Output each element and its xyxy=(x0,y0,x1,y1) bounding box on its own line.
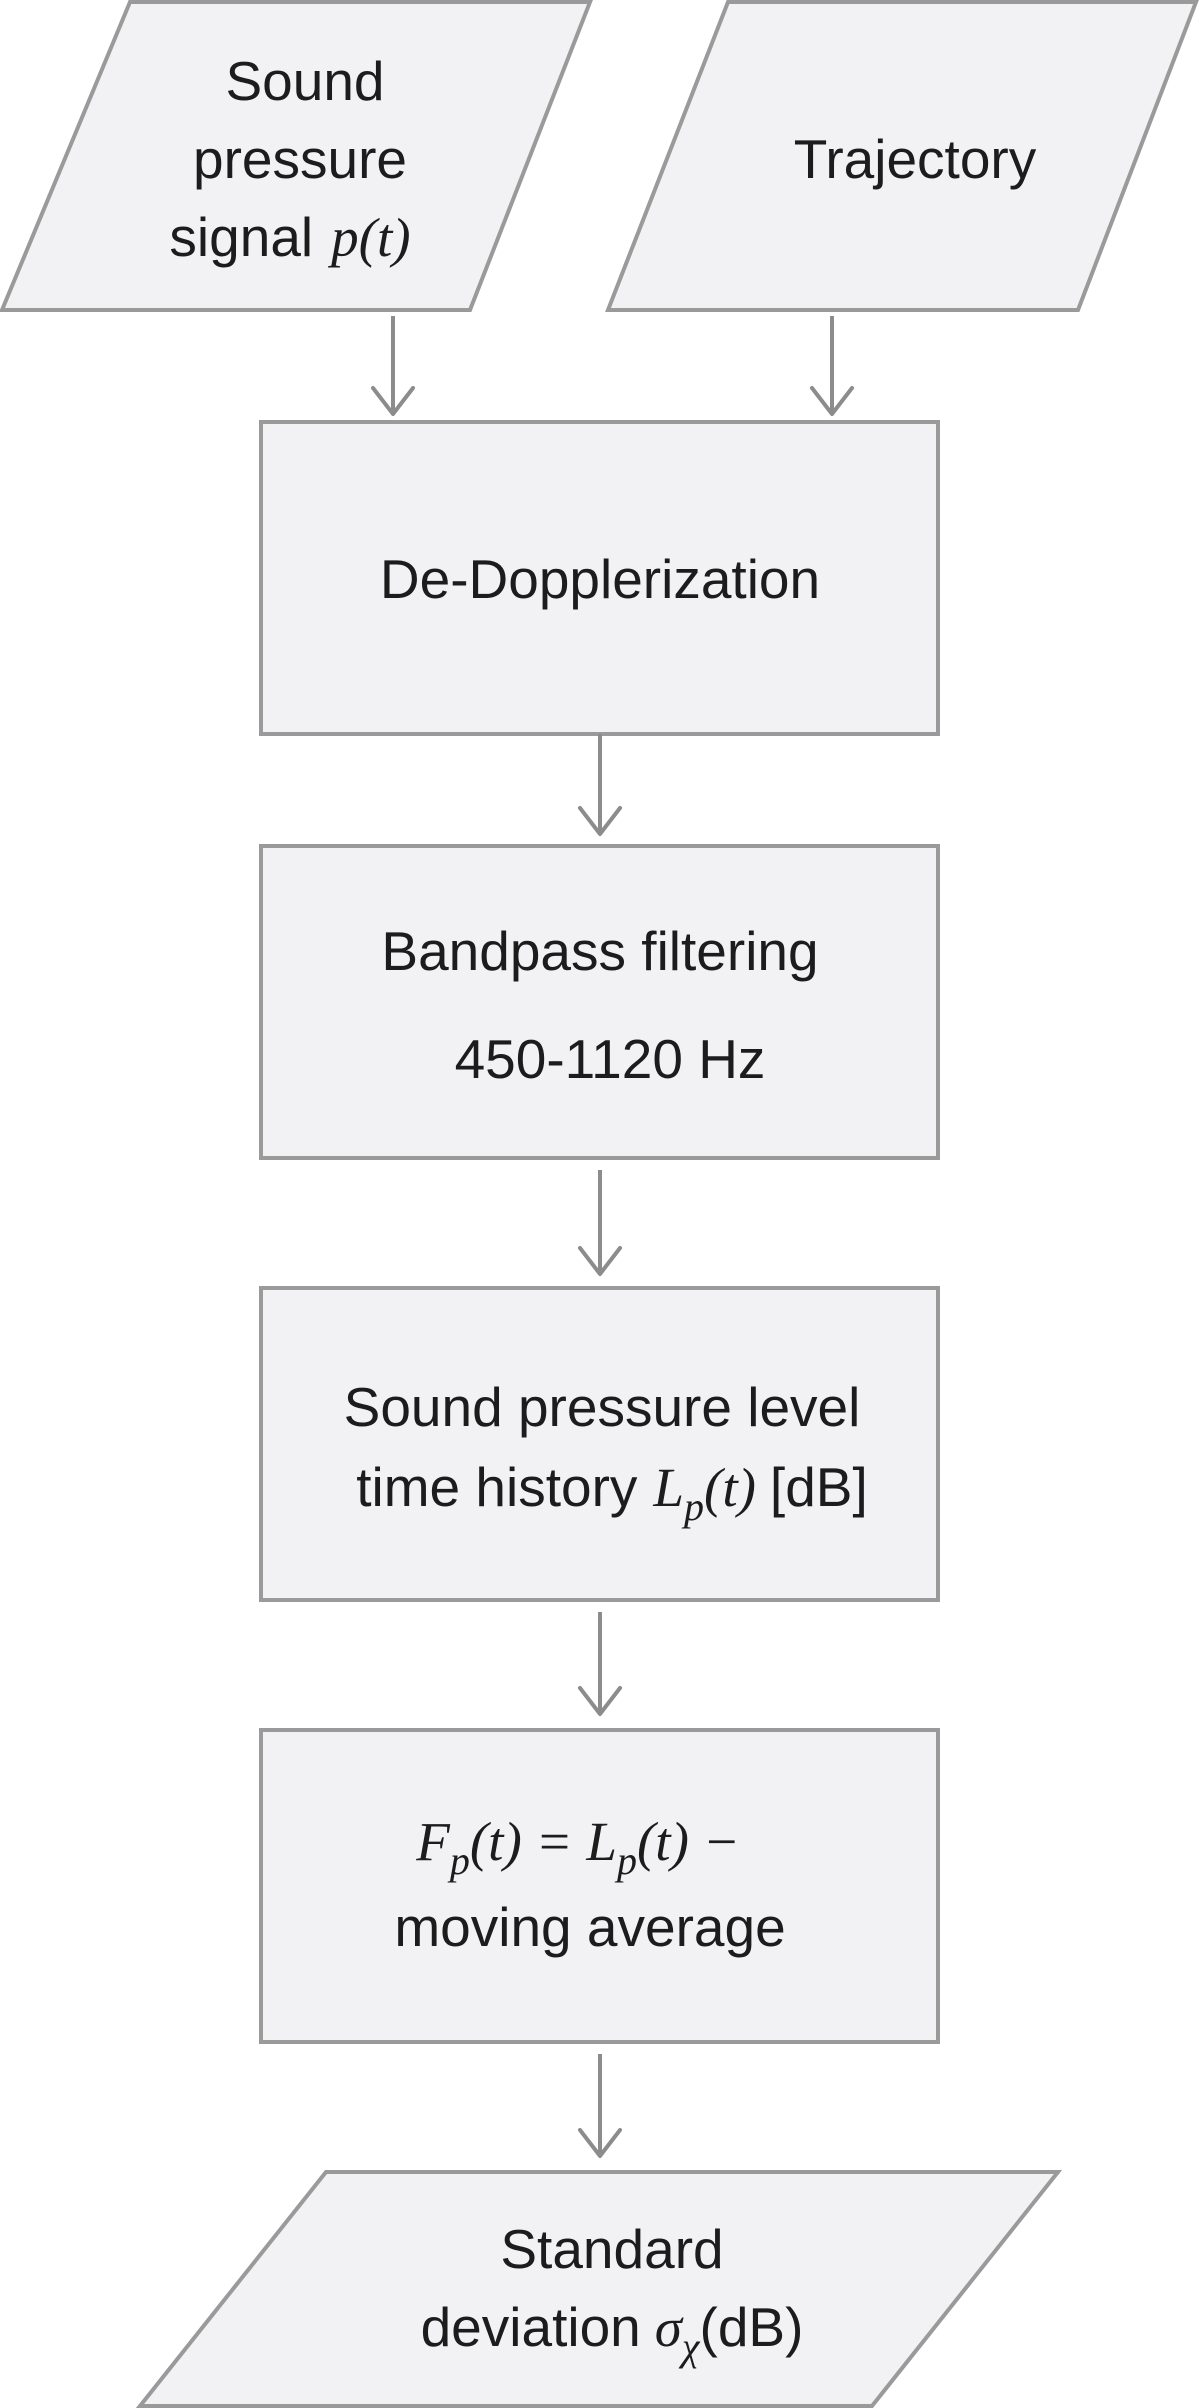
node-label-line: Sound xyxy=(225,50,384,112)
arrow-signal-to-dedoppler xyxy=(371,316,415,416)
arrow-dedoppler-to-bandpass xyxy=(578,734,622,836)
node-bandpass-filtering: Bandpass filtering 450-1120 Hz xyxy=(259,844,940,1160)
node-label-line: pressure xyxy=(193,128,407,190)
node-label: De-Dopplerization xyxy=(380,548,820,610)
node-label-line: Bandpass filtering xyxy=(381,920,818,982)
box-shape xyxy=(259,844,940,1160)
box-shape xyxy=(259,420,940,736)
arrow-bandpass-to-spl xyxy=(578,1170,622,1276)
math-args: (t) = xyxy=(470,1811,587,1872)
node-trajectory: Trajectory xyxy=(605,0,1199,312)
math-subscript-p: p xyxy=(614,1838,637,1883)
node-label: Trajectory xyxy=(794,128,1037,190)
parallelogram-shape xyxy=(0,0,593,312)
node-label-line: moving average xyxy=(394,1896,785,1958)
node-label-line: Standard xyxy=(500,2218,723,2280)
parallelogram-shape xyxy=(605,0,1199,312)
arrow-spl-to-fluctuation xyxy=(578,1612,622,1716)
node-label-text: deviation xyxy=(421,2296,641,2358)
node-label-text: time history xyxy=(356,1456,638,1518)
unit-label: (dB) xyxy=(700,2296,804,2358)
arrow-trajectory-to-dedoppler xyxy=(810,316,854,416)
math-subscript-chi: χ xyxy=(678,2324,701,2369)
math-args: (t) xyxy=(704,1457,756,1518)
math-F: F xyxy=(415,1811,451,1872)
box-shape xyxy=(259,1286,940,1602)
arrow-fluctuation-to-std xyxy=(578,2054,622,2158)
math-L: L xyxy=(585,1811,617,1872)
math-p-of-t: p(t) xyxy=(327,207,410,268)
node-label-line: Sound pressure level xyxy=(344,1376,861,1438)
math-L: L xyxy=(652,1457,684,1518)
unit-label: [dB] xyxy=(770,1456,868,1518)
math-sigma: σ xyxy=(655,2297,684,2358)
node-label-text: signal xyxy=(169,206,313,268)
node-fluctuation: Fp(t) = Lp(t) − moving average xyxy=(259,1728,940,2044)
math-subscript-p: p xyxy=(681,1484,704,1529)
box-shape xyxy=(259,1728,940,2044)
equation-line: Fp(t) = Lp(t) − xyxy=(415,1811,740,1883)
parallelogram-shape xyxy=(135,2170,1063,2408)
math-subscript-p: p xyxy=(447,1838,470,1883)
node-de-dopplerization: De-Dopplerization xyxy=(259,420,940,736)
math-args: (t) − xyxy=(637,1811,740,1872)
node-label-line: 450-1120 Hz xyxy=(455,1028,766,1090)
